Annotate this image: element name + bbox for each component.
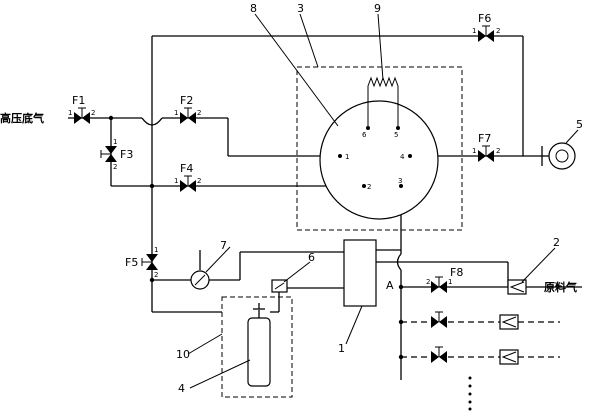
F6-port-in: 1 bbox=[472, 27, 476, 35]
port-1-label: 1 bbox=[345, 153, 349, 161]
label-F8: F8 bbox=[450, 266, 463, 279]
F2-port-in: 1 bbox=[174, 109, 178, 117]
F3-port-in: 1 bbox=[113, 138, 117, 146]
junctions bbox=[108, 115, 404, 360]
callout-4: 4 bbox=[178, 382, 185, 395]
F4-port-out: 2 bbox=[197, 177, 201, 185]
F5-port-out: 2 bbox=[154, 271, 158, 279]
valve-branch-2[interactable] bbox=[431, 311, 447, 328]
F7-port-out: 2 bbox=[496, 147, 500, 155]
flow-element-branch-3 bbox=[499, 349, 519, 365]
label-F2: F2 bbox=[180, 94, 193, 107]
F6-port-out: 2 bbox=[496, 27, 500, 35]
port-2-label: 2 bbox=[367, 183, 371, 191]
F8-port-out: 1 bbox=[448, 278, 452, 286]
port-3-label: 3 bbox=[398, 177, 402, 185]
label-F3: F3 bbox=[120, 148, 133, 161]
valve-F6[interactable] bbox=[478, 25, 494, 42]
gauge-7 bbox=[190, 270, 210, 290]
callout-1: 1 bbox=[338, 342, 345, 355]
F4-port-in: 1 bbox=[174, 177, 178, 185]
F5-port-in: 1 bbox=[154, 246, 158, 254]
callout-6: 6 bbox=[308, 251, 315, 264]
leader-lines bbox=[187, 13, 579, 389]
valve-branch-3[interactable] bbox=[431, 346, 447, 363]
F2-port-out: 2 bbox=[197, 109, 201, 117]
port-5-top-label: 5 bbox=[394, 131, 398, 139]
port-4-label: 4 bbox=[400, 153, 405, 161]
labels: 高压底气 原料气 A F1 F2 F3 F4 F5 F6 F7 F8 8 3 9… bbox=[0, 2, 583, 395]
F7-port-in: 1 bbox=[472, 147, 476, 155]
label-F1: F1 bbox=[72, 94, 85, 107]
callout-3: 3 bbox=[297, 2, 304, 15]
label-F4: F4 bbox=[180, 162, 193, 175]
F1-port-out: 2 bbox=[91, 109, 95, 117]
chamber-8 bbox=[319, 100, 439, 220]
label-point-a: A bbox=[386, 279, 394, 292]
label-F6: F6 bbox=[478, 12, 491, 25]
flow-element-2 bbox=[507, 279, 527, 295]
valve-F1[interactable] bbox=[74, 107, 90, 124]
valve-F8[interactable] bbox=[431, 276, 447, 293]
label-F5: F5 bbox=[125, 256, 138, 269]
enclosure-3 bbox=[296, 66, 463, 231]
pump-5 bbox=[542, 142, 576, 170]
callout-10: 10 bbox=[176, 348, 190, 361]
valve-F5[interactable] bbox=[141, 254, 158, 270]
enclosure-10 bbox=[221, 296, 293, 398]
callout-5: 5 bbox=[576, 118, 583, 131]
label-F7: F7 bbox=[478, 132, 491, 145]
port-6-label: 6 bbox=[362, 131, 367, 139]
extra-branches bbox=[401, 321, 560, 411]
cylinder-4 bbox=[247, 303, 271, 387]
F1-port-in: 1 bbox=[68, 109, 72, 117]
valve-F2[interactable] bbox=[180, 107, 196, 124]
unit-1 bbox=[343, 239, 377, 307]
label-outlet: 原料气 bbox=[544, 280, 577, 294]
callout-2: 2 bbox=[553, 236, 560, 249]
F3-port-out: 2 bbox=[113, 163, 117, 171]
callout-8: 8 bbox=[250, 2, 257, 15]
callout-9: 9 bbox=[374, 2, 381, 15]
chamber-ports: 6 5 1 4 2 3 bbox=[338, 126, 412, 191]
callout-7: 7 bbox=[220, 239, 227, 252]
flow-element-branch-2 bbox=[499, 314, 519, 330]
element-6 bbox=[271, 279, 288, 293]
label-inlet: 高压底气 bbox=[0, 111, 44, 125]
valve-F7[interactable] bbox=[478, 145, 494, 162]
valve-F4[interactable] bbox=[180, 175, 196, 192]
valve-F3[interactable] bbox=[100, 146, 117, 162]
F8-port-in: 2 bbox=[426, 278, 430, 286]
